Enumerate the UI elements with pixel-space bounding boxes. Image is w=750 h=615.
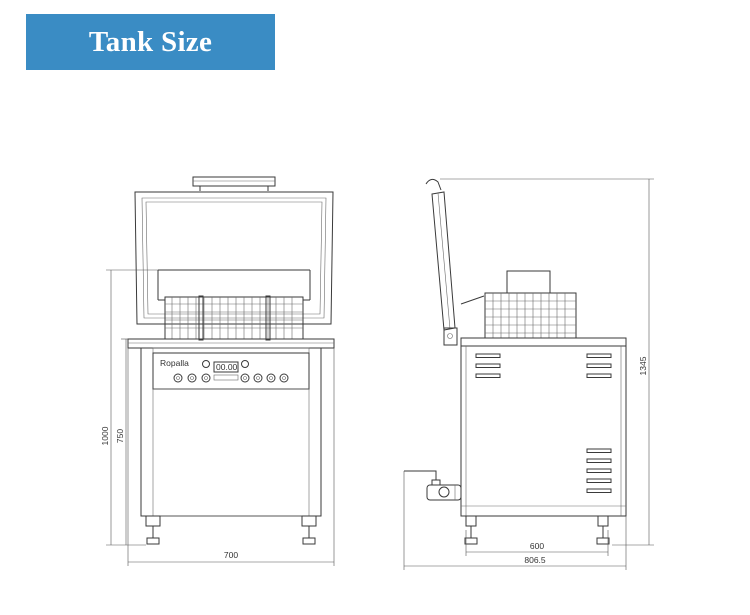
side-dimensions: 1345 600 806.5 — [403, 178, 654, 570]
knob — [201, 373, 211, 383]
control-panel: Ropalla 00.00 — [160, 358, 289, 383]
knob — [241, 360, 249, 368]
front-feet — [145, 515, 317, 545]
side-feet — [464, 515, 610, 545]
panel-brand: Ropalla — [160, 358, 189, 368]
side-view: 1345 600 806.5 — [403, 178, 654, 570]
front-top — [127, 338, 335, 349]
page-title: Tank Size — [88, 25, 213, 58]
dim-side-height: 1345 — [638, 356, 648, 375]
knob — [253, 373, 263, 383]
knob — [279, 373, 289, 383]
dim-side-total-depth: 806.5 — [524, 555, 546, 565]
display-readout: 00.00 — [216, 362, 238, 372]
dim-width: 700 — [224, 550, 238, 560]
open-lid — [134, 191, 334, 325]
lid-handle — [192, 176, 276, 191]
knob — [202, 360, 210, 368]
dim-height-total: 1000 — [100, 426, 110, 445]
title-banner: Tank Size — [26, 14, 275, 70]
side-lid — [425, 178, 485, 346]
knob — [187, 373, 197, 383]
side-body — [460, 345, 627, 517]
side-top — [460, 337, 627, 347]
dim-side-depth: 600 — [530, 541, 544, 551]
vents — [475, 353, 612, 493]
knob — [173, 373, 183, 383]
display-window — [213, 361, 239, 373]
front-basket — [157, 269, 311, 341]
drain-valve — [404, 470, 462, 501]
front-view: Ropalla 00.00 — [100, 176, 335, 566]
knob — [240, 373, 250, 383]
front-body — [140, 347, 322, 517]
button-row — [213, 374, 239, 381]
front-dimensions: 1000 750 700 — [100, 269, 335, 566]
dim-height-body: 750 — [115, 429, 125, 443]
side-basket — [484, 270, 577, 339]
knob — [266, 373, 276, 383]
